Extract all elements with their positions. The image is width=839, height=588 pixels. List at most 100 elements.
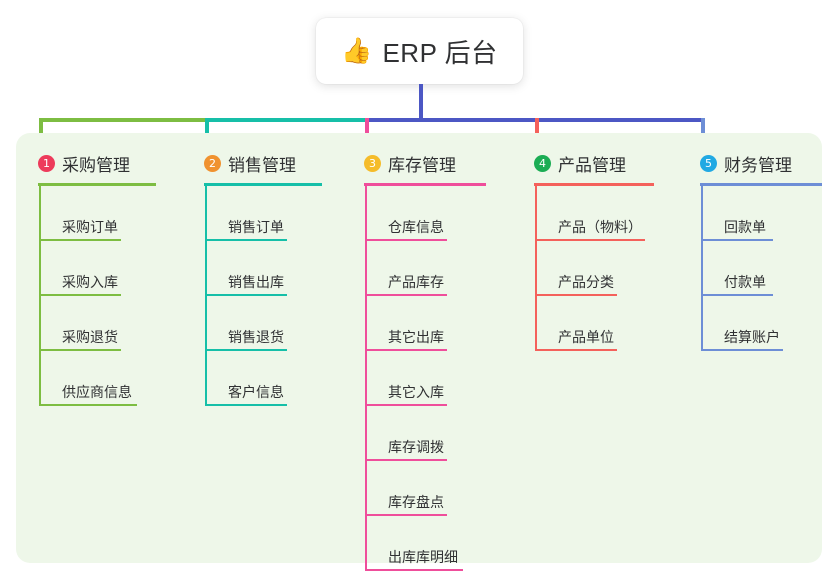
leaf-item[interactable]: 其它入库 xyxy=(366,351,522,406)
column-number-badge: 5 xyxy=(700,154,717,172)
leaf-item-label: 销售退货 xyxy=(228,329,284,345)
column-body: 销售订单销售出库销售退货客户信息 xyxy=(192,186,360,406)
column-spine xyxy=(365,186,367,571)
leaf-item[interactable]: 采购入库 xyxy=(40,241,194,296)
column-underline xyxy=(38,183,156,186)
leaf-item[interactable]: 库存盘点 xyxy=(366,461,522,516)
leaf-item-label: 销售订单 xyxy=(228,219,284,235)
branch-panel xyxy=(16,133,822,563)
column-drop-connector xyxy=(365,118,369,146)
leaf-item-label: 结算账户 xyxy=(724,329,780,345)
leaf-item[interactable]: 产品分类 xyxy=(536,241,700,296)
column-underline xyxy=(534,183,654,186)
leaf-item-label: 采购订单 xyxy=(62,219,118,235)
column-spine xyxy=(701,186,703,351)
leaf-item[interactable]: 客户信息 xyxy=(206,351,360,406)
leaf-item-label: 回款单 xyxy=(724,219,766,235)
column-drop-connector xyxy=(701,118,705,146)
connector-segment xyxy=(365,118,539,122)
column-title: 库存管理 xyxy=(388,155,456,175)
column-body: 采购订单采购入库采购退货供应商信息 xyxy=(26,186,194,406)
column-number-badge: 1 xyxy=(38,154,55,172)
branch-column-4: 4 产品管理产品（物料） 产品分类产品单位 xyxy=(522,146,700,351)
leaf-item-underline xyxy=(207,239,287,241)
leaf-item-underline xyxy=(41,294,121,296)
connector-segment xyxy=(39,118,209,122)
leaf-item[interactable]: 产品单位 xyxy=(536,296,700,351)
leaf-item-label: 销售出库 xyxy=(228,274,284,290)
leaf-item-underline xyxy=(537,294,617,296)
connector-segment xyxy=(205,118,369,122)
leaf-item[interactable]: 采购订单 xyxy=(40,186,194,241)
connector-segment xyxy=(535,118,705,122)
leaf-item[interactable]: 结算账户 xyxy=(702,296,838,351)
column-spine xyxy=(535,186,537,351)
column-drop-connector xyxy=(535,118,539,146)
column-body: 回款单付款单结算账户 xyxy=(688,186,838,351)
leaf-item-label: 库存调拨 xyxy=(388,439,444,455)
leaf-item-label: 其它入库 xyxy=(388,384,444,400)
leaf-item-underline xyxy=(367,569,463,571)
column-title: 产品管理 xyxy=(558,155,626,175)
leaf-item-label: 付款单 xyxy=(724,274,766,290)
leaf-item-underline xyxy=(367,239,447,241)
root-title: ERP 后台 xyxy=(382,37,498,68)
leaf-item-underline xyxy=(207,294,287,296)
leaf-item[interactable]: 库存调拨 xyxy=(366,406,522,461)
leaf-item-underline xyxy=(41,239,121,241)
leaf-item-underline xyxy=(703,294,773,296)
leaf-item-underline xyxy=(41,404,137,406)
leaf-item-label: 产品单位 xyxy=(558,329,614,345)
leaf-item[interactable]: 仓库信息 xyxy=(366,186,522,241)
leaf-item[interactable]: 采购退货 xyxy=(40,296,194,351)
column-body: 仓库信息产品库存其它出库其它入库库存调拨库存盘点出库库明细 xyxy=(352,186,522,571)
leaf-item[interactable]: 其它出库 xyxy=(366,296,522,351)
leaf-item-underline xyxy=(367,459,447,461)
column-drop-connector xyxy=(39,118,43,146)
leaf-item[interactable]: 销售订单 xyxy=(206,186,360,241)
column-spine xyxy=(205,186,207,406)
leaf-item-label: 采购入库 xyxy=(62,274,118,290)
root-stem-connector xyxy=(419,84,423,122)
leaf-item-label: 产品（物料） xyxy=(558,219,642,235)
leaf-item[interactable]: 销售退货 xyxy=(206,296,360,351)
column-underline xyxy=(364,183,486,186)
leaf-item-label: 库存盘点 xyxy=(388,494,444,510)
branch-column-5: 5 财务管理回款单付款单结算账户 xyxy=(688,146,838,351)
leaf-item[interactable]: 产品（物料） xyxy=(536,186,700,241)
thumbs-up-icon: 👍 xyxy=(341,36,373,65)
column-underline xyxy=(700,183,822,186)
leaf-item-label: 采购退货 xyxy=(62,329,118,345)
leaf-item-underline xyxy=(703,349,783,351)
leaf-item-label: 供应商信息 xyxy=(62,384,132,400)
leaf-item-label: 产品库存 xyxy=(388,274,444,290)
column-title: 财务管理 xyxy=(724,155,792,175)
leaf-item[interactable]: 出库库明细 xyxy=(366,516,522,571)
column-body: 产品（物料） 产品分类产品单位 xyxy=(522,186,700,351)
leaf-item[interactable]: 产品库存 xyxy=(366,241,522,296)
column-number-badge: 2 xyxy=(204,154,221,172)
column-header[interactable]: 4 产品管理 xyxy=(522,146,700,180)
leaf-item[interactable]: 付款单 xyxy=(702,241,838,296)
root-node[interactable]: 👍 ERP 后台 xyxy=(316,18,523,84)
leaf-item-underline xyxy=(207,349,287,351)
leaf-item[interactable]: 供应商信息 xyxy=(40,351,194,406)
column-header[interactable]: 5 财务管理 xyxy=(688,146,838,180)
leaf-item-underline xyxy=(367,514,447,516)
leaf-item-underline xyxy=(703,239,773,241)
column-number-badge: 4 xyxy=(534,154,551,172)
leaf-item[interactable]: 回款单 xyxy=(702,186,838,241)
column-underline xyxy=(204,183,322,186)
leaf-item-underline xyxy=(41,349,121,351)
leaf-item[interactable]: 销售出库 xyxy=(206,241,360,296)
column-spine xyxy=(39,186,41,406)
leaf-item-underline xyxy=(367,294,447,296)
leaf-item-label: 出库库明细 xyxy=(388,549,458,565)
leaf-item-label: 客户信息 xyxy=(228,384,284,400)
